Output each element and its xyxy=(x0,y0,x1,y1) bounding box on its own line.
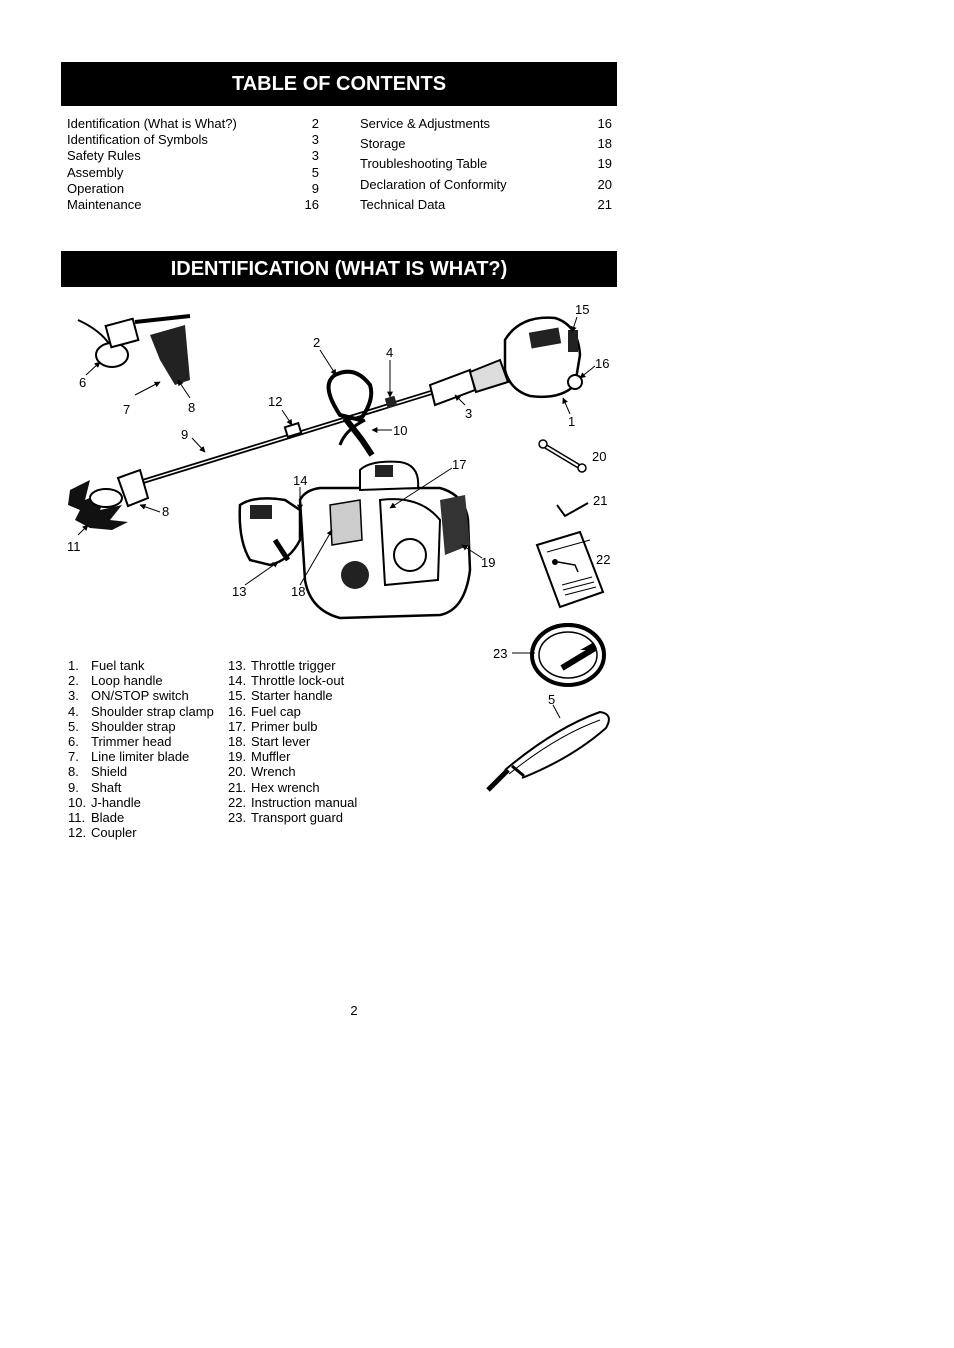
strap-clamp-drawing xyxy=(384,395,398,409)
legend-item: 14.Throttle lock-out xyxy=(228,673,345,689)
callout-6: 6 xyxy=(79,375,86,390)
legend-item: 1.Fuel tank xyxy=(68,658,145,673)
parts-legend-column-2: 13.Throttle trigger 14.Throttle lock-out… xyxy=(228,658,357,825)
legend-item: 23.Transport guard xyxy=(228,809,344,825)
legend-item: 16.Fuel cap xyxy=(228,703,301,719)
callout-18: 18 xyxy=(291,584,305,599)
identification-title: IDENTIFICATION (WHAT IS WHAT?) xyxy=(61,251,617,287)
trimmer-parts-diagram: 1 2 3 4 5 6 7 8 8 9 10 11 12 13 14 15 16… xyxy=(67,302,610,650)
legend-item: 8.Shield xyxy=(68,764,128,780)
callout-14: 14 xyxy=(293,473,307,488)
callout-23-label: 23 xyxy=(493,646,507,661)
blade-drawing xyxy=(68,468,150,530)
j-handle-drawing xyxy=(338,418,366,446)
legend-item: 7.Line limiter blade xyxy=(68,749,190,765)
toc-entry[interactable]: Identification (What is What?)2 xyxy=(67,116,319,131)
legend-item: 3.ON/STOP switch xyxy=(68,688,189,704)
callout-4: 4 xyxy=(386,345,393,360)
transport-guard-drawing xyxy=(530,623,606,687)
legend-item: 11.Blade xyxy=(68,809,125,825)
legend-item: 17.Primer bulb xyxy=(228,718,318,734)
parts-legend-column-1: 1.Fuel tank 2.Loop handle 3.ON/STOP swit… xyxy=(68,658,214,840)
callout-11: 11 xyxy=(67,539,81,554)
engine-head-drawing xyxy=(428,316,583,407)
callout-8-lower: 8 xyxy=(162,504,169,519)
legend-item: 21.Hex wrench xyxy=(228,779,320,795)
callout-1: 1 xyxy=(568,414,575,429)
leader-lines xyxy=(77,316,596,586)
callout-22: 22 xyxy=(596,552,610,567)
callout-8-upper: 8 xyxy=(188,400,195,415)
callout-15: 15 xyxy=(575,302,589,317)
callout-5-label: 5 xyxy=(548,692,555,707)
callout-10: 10 xyxy=(393,423,407,438)
legend-item: 9.Shaft xyxy=(68,779,122,795)
callout-9: 9 xyxy=(181,427,188,442)
accessories-diagram: 23 5 xyxy=(486,623,610,792)
shoulder-strap-drawing xyxy=(486,710,610,792)
legend-item: 13.Throttle trigger xyxy=(228,658,336,673)
callout-23: 23 xyxy=(493,646,507,650)
toc-left-column: Identification (What is What?)2 Identifi… xyxy=(67,116,319,213)
callout-20: 20 xyxy=(592,449,606,464)
legend-item: 18.Start lever xyxy=(228,733,311,749)
callout-21: 21 xyxy=(593,493,607,508)
hex-wrench-drawing xyxy=(556,502,589,518)
callout-2: 2 xyxy=(313,335,320,350)
loop-handle-drawing xyxy=(326,369,375,457)
legend-item: 4.Shoulder strap clamp xyxy=(68,703,214,719)
legend-item: 5.Shoulder strap xyxy=(68,718,176,734)
callout-19: 19 xyxy=(481,555,495,570)
callout-16: 16 xyxy=(595,356,609,371)
legend-item: 10.J-handle xyxy=(68,794,141,810)
legend-item: 19.Muffler xyxy=(228,749,291,765)
legend-item: 20.Wrench xyxy=(228,764,296,780)
callout-7: 7 xyxy=(123,402,130,417)
toc-title: TABLE OF CONTENTS xyxy=(61,62,617,106)
trimmer-head-drawing xyxy=(77,314,191,385)
callout-12: 12 xyxy=(268,394,282,409)
engine-drawing xyxy=(238,460,472,620)
callout-17: 17 xyxy=(452,457,466,472)
page-number: 2 xyxy=(350,1003,358,1018)
callout-13: 13 xyxy=(232,584,246,599)
wrench-drawing xyxy=(538,439,587,473)
legend-item: 6.Trimmer head xyxy=(68,733,172,749)
legend-item: 12.Coupler xyxy=(68,825,137,841)
callout-3: 3 xyxy=(465,406,472,421)
instruction-manual-drawing xyxy=(535,530,605,609)
legend-item: 2.Loop handle xyxy=(68,673,163,689)
legend-item: 15.Starter handle xyxy=(228,688,333,704)
legend-item: 22.Instruction manual xyxy=(228,794,358,810)
